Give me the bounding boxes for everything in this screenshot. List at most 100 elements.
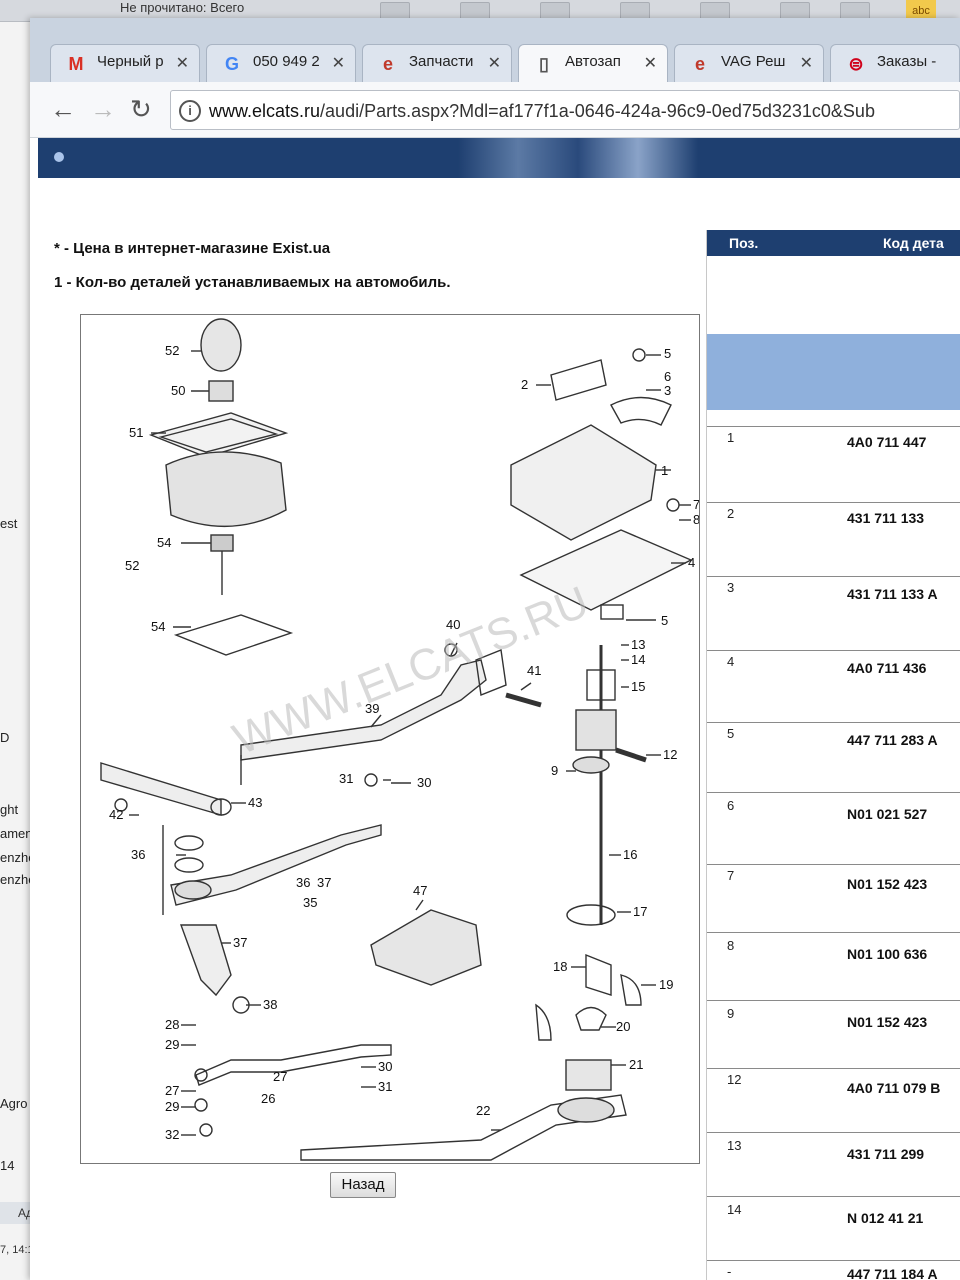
callout: 7 xyxy=(693,497,699,512)
row-separator xyxy=(707,426,960,427)
tab-label: VAG Реш xyxy=(721,53,786,70)
row-separator xyxy=(707,1260,960,1261)
site-e-icon: e xyxy=(382,54,393,74)
row-position: 7 xyxy=(727,868,735,883)
row-separator xyxy=(707,1000,960,1001)
left-item: est xyxy=(0,516,18,531)
row-code[interactable]: 447 711 283 A xyxy=(847,732,938,748)
callout: 54 xyxy=(157,535,171,550)
back-arrow-icon[interactable]: ← xyxy=(50,94,76,124)
parts-diagram-drawing: 52 50 51 54 52 54 2 5 6 3 1 7 8 4 5 13 1… xyxy=(100,318,700,1161)
callout: 2 xyxy=(521,377,528,392)
row-code[interactable]: 447 711 184 A xyxy=(847,1266,938,1280)
callout: 50 xyxy=(171,383,185,398)
info-icon[interactable]: i xyxy=(179,100,201,122)
row-position: 14 xyxy=(727,1202,742,1217)
callout: 30 xyxy=(417,775,431,790)
row-code[interactable]: N 012 41 21 xyxy=(847,1210,924,1226)
forward-arrow-icon[interactable]: → xyxy=(90,94,116,124)
tab-orders[interactable]: ⊜ Заказы - xyxy=(830,44,960,82)
row-code[interactable]: 4A0 711 079 B xyxy=(847,1080,941,1096)
callout: 30 xyxy=(378,1059,392,1074)
close-icon[interactable]: ✕ xyxy=(487,55,501,72)
parts-diagram[interactable]: 52 50 51 54 52 54 2 5 6 3 1 7 8 4 5 13 1… xyxy=(80,314,700,1164)
row-code[interactable]: N01 152 423 xyxy=(847,1014,928,1030)
exist-icon: ⊜ xyxy=(848,54,864,74)
address-bar[interactable]: i www.elcats.ru/audi/Parts.aspx?Mdl=af17… xyxy=(170,90,960,130)
callout: 9 xyxy=(551,763,558,778)
close-icon[interactable]: ✕ xyxy=(175,55,189,72)
tab-vag[interactable]: e VAG Реш ✕ xyxy=(674,44,824,82)
tab-label: 050 949 2 xyxy=(253,53,320,70)
callout: 37 xyxy=(233,935,247,950)
callout: 1 xyxy=(661,463,668,478)
callout: 3 xyxy=(664,383,671,398)
tab-autoparts[interactable]: ▯ Автозап ✕ xyxy=(518,44,668,82)
callout: 4 xyxy=(688,555,695,570)
callout: 5 xyxy=(664,346,671,361)
row-code[interactable]: N01 100 636 xyxy=(847,946,928,962)
row-separator xyxy=(707,864,960,865)
tab-strip: M Черный р ✕ G 050 949 2 ✕ e Запчасти ✕ … xyxy=(30,18,960,82)
row-code[interactable]: 431 711 299 xyxy=(847,1146,925,1162)
row-code[interactable]: N01 021 527 xyxy=(847,806,928,822)
callout: 47 xyxy=(413,883,427,898)
tab-label: Заказы - xyxy=(877,53,937,70)
row-code[interactable]: 431 711 133 A xyxy=(847,586,938,602)
quantity-note: 1 - Кол-во деталей устанавливаемых на ав… xyxy=(54,274,451,291)
tab-google[interactable]: G 050 949 2 ✕ xyxy=(206,44,356,82)
row-position: 12 xyxy=(727,1072,742,1087)
callout: 12 xyxy=(663,747,677,762)
price-note: * - Цена в интернет-магазине Exist.ua xyxy=(54,240,330,257)
row-position: 4 xyxy=(727,654,735,669)
price-note-marker: * xyxy=(54,240,60,257)
row-separator xyxy=(707,502,960,503)
spellcheck-icon[interactable]: abc xyxy=(906,0,936,22)
row-separator xyxy=(707,932,960,933)
row-separator xyxy=(707,722,960,723)
callout: 41 xyxy=(527,663,541,678)
left-item: amen xyxy=(0,826,33,841)
left-item: 14 xyxy=(0,1158,15,1173)
close-icon[interactable]: ✕ xyxy=(331,55,345,72)
browser-window: M Черный р ✕ G 050 949 2 ✕ e Запчасти ✕ … xyxy=(30,18,960,1280)
url-domain: www.elcats.ru xyxy=(209,101,321,121)
back-button[interactable]: Назад xyxy=(330,1172,396,1198)
google-icon: G xyxy=(224,54,239,74)
row-code[interactable]: 431 711 133 xyxy=(847,510,925,526)
header-code: Код дета xyxy=(807,230,960,256)
callout: 29 xyxy=(165,1099,179,1114)
selected-row[interactable] xyxy=(707,334,960,410)
callout: 35 xyxy=(303,895,317,910)
document-icon: ▯ xyxy=(539,54,549,74)
close-icon[interactable]: ✕ xyxy=(643,55,657,72)
header-position: Поз. xyxy=(707,230,807,256)
tab-label: Запчасти xyxy=(409,53,474,70)
row-code[interactable]: 4A0 711 447 xyxy=(847,434,927,450)
row-separator xyxy=(707,1196,960,1197)
tab-gmail[interactable]: M Черный р ✕ xyxy=(50,44,200,82)
background-window-title: Не прочитано: Всего xyxy=(120,0,245,15)
callout: 27 xyxy=(165,1083,179,1098)
url-text[interactable]: www.elcats.ru/audi/Parts.aspx?Mdl=af177f… xyxy=(209,101,875,122)
callout: 37 xyxy=(317,875,331,890)
left-item: D xyxy=(0,730,10,745)
callout: 39 xyxy=(365,701,379,716)
callout: 26 xyxy=(261,1091,275,1106)
reload-icon[interactable]: ↻ xyxy=(130,94,152,124)
callout: 15 xyxy=(631,679,645,694)
row-separator xyxy=(707,1132,960,1133)
row-separator xyxy=(707,650,960,651)
tab-label: Автозап xyxy=(565,53,621,70)
row-position: 8 xyxy=(727,938,735,953)
row-position: 1 xyxy=(727,430,735,445)
row-position: 6 xyxy=(727,798,735,813)
callout: 36 xyxy=(296,875,310,890)
quantity-note-marker: 1 xyxy=(54,274,63,291)
row-code[interactable]: 4A0 711 436 xyxy=(847,660,927,676)
tab-parts[interactable]: e Запчасти ✕ xyxy=(362,44,512,82)
callout: 36 xyxy=(131,847,145,862)
bullet-icon xyxy=(54,152,64,162)
close-icon[interactable]: ✕ xyxy=(799,55,813,72)
row-code[interactable]: N01 152 423 xyxy=(847,876,928,892)
